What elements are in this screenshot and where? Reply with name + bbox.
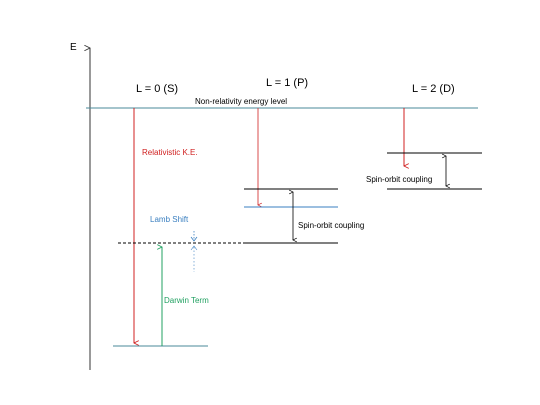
lamb-arrow-lower-head [190, 245, 198, 251]
p-spinorbit-label: Spin-orbit coupling [298, 221, 364, 230]
darwin-label: Darwin Term [164, 296, 209, 305]
d-spinorbit-label: Spin-orbit coupling [366, 175, 432, 184]
column-label-s: L = 0 (S) [136, 83, 178, 95]
relke-label: Relativistic K.E. [142, 148, 198, 157]
nonrel-label: Non-relativity energy level [195, 97, 287, 106]
column-label-d: L = 2 (D) [412, 83, 455, 95]
lamb-label: Lamb Shift [150, 215, 189, 224]
column-label-p: L = 1 (P) [266, 77, 308, 89]
energy-axis-label: E [70, 42, 77, 53]
lamb-arrow-upper-head [190, 236, 198, 242]
